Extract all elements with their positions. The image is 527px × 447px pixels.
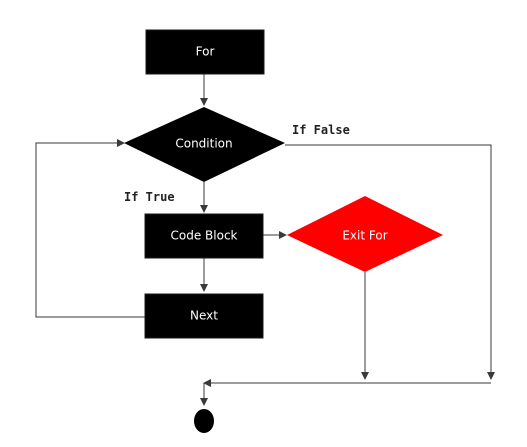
condition-node: Condition <box>124 107 285 182</box>
exit-for-label: Exit For <box>342 229 387 243</box>
if-true-label: If True <box>124 190 175 204</box>
condition-diamond <box>124 107 285 182</box>
code-block-label: Code Block <box>171 229 238 243</box>
if-false-label: If False <box>292 123 350 137</box>
end-terminal <box>194 409 214 433</box>
condition-label: Condition <box>175 137 232 151</box>
edge-if-false-path <box>285 144 495 380</box>
for-box <box>145 29 265 75</box>
edge-next-loop-back <box>35 139 145 318</box>
code-block-node: Code Block <box>144 213 264 259</box>
for-node: For <box>145 29 265 75</box>
exit-for-node: Exit For <box>287 196 443 272</box>
next-label: Next <box>190 309 218 323</box>
for-label: For <box>196 45 215 59</box>
code-block-box <box>144 213 264 259</box>
next-box <box>144 293 264 339</box>
exit-for-diamond <box>287 196 443 272</box>
next-node: Next <box>144 293 264 339</box>
